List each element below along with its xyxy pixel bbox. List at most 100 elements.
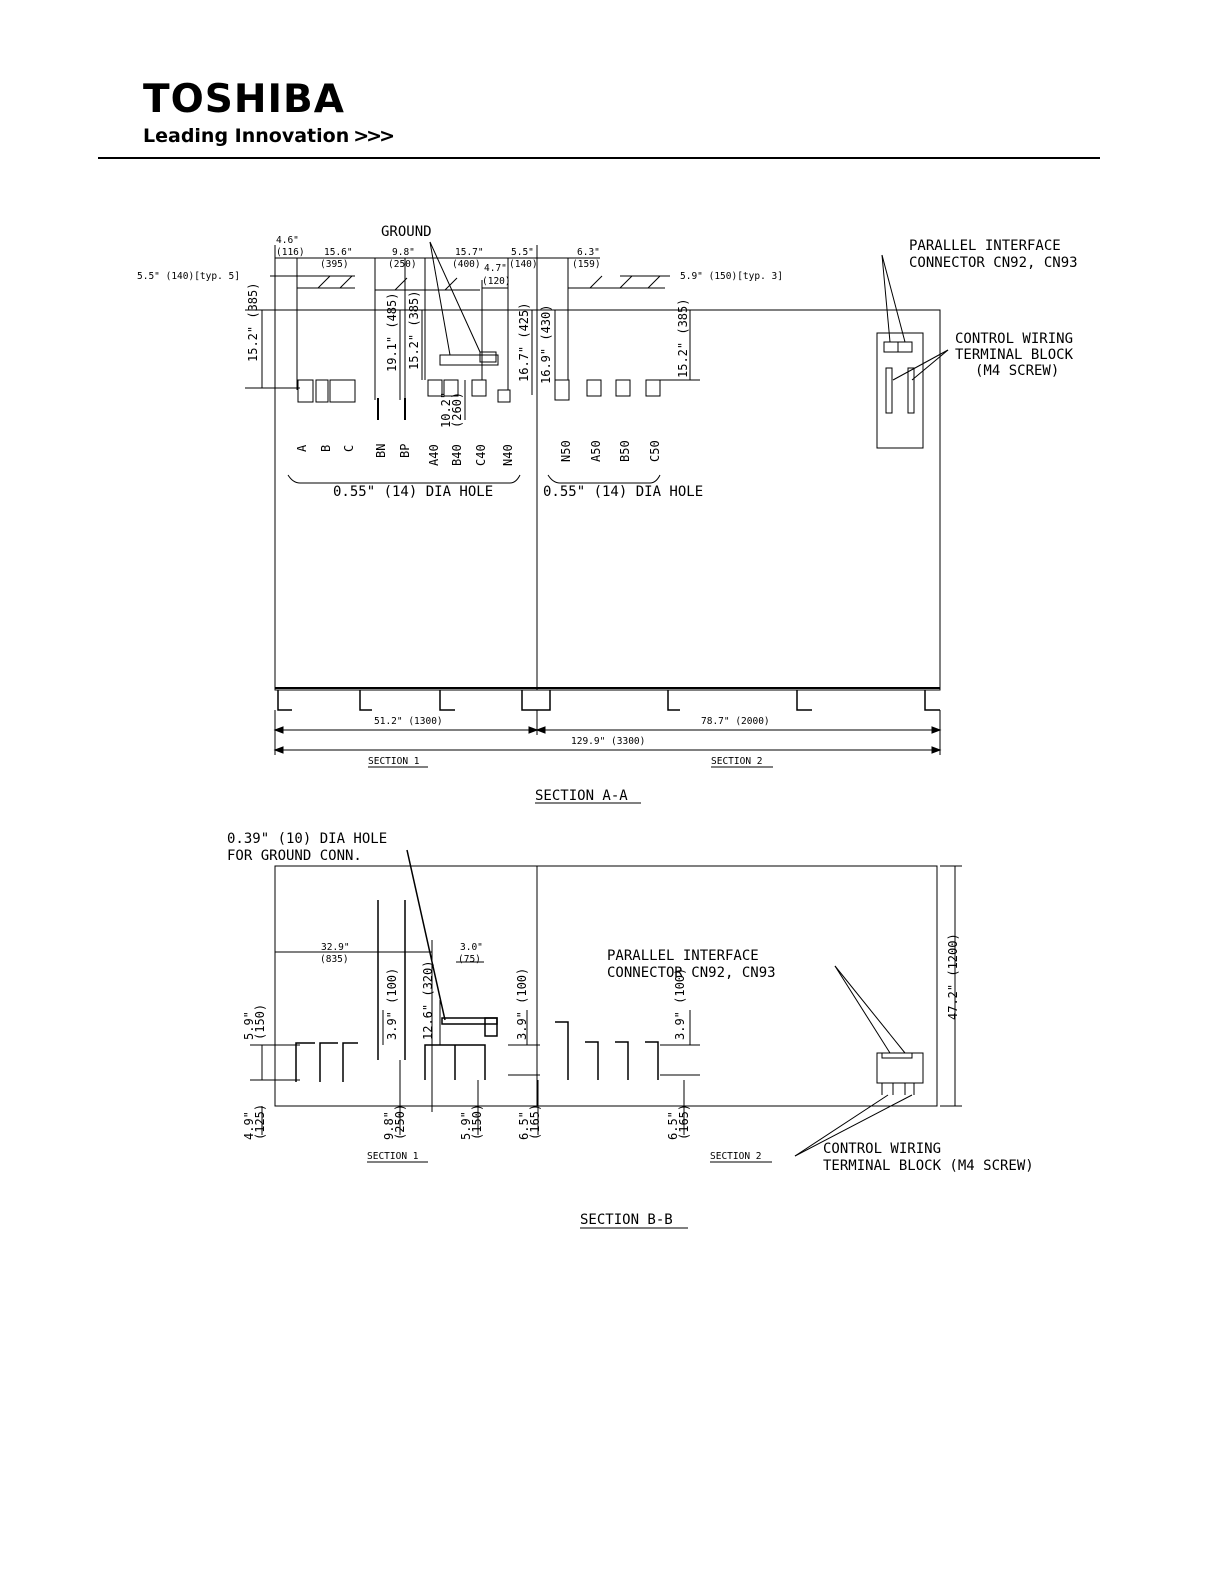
bb-hole-label-2: FOR GROUND CONN. <box>227 848 362 864</box>
bb-parallel-label-2: CONNECTOR CN92, CN93 <box>607 965 776 981</box>
terminal-b: B <box>319 445 333 452</box>
bb-control-label-1: CONTROL WIRING <box>823 1141 941 1157</box>
bb-vdim-150-a: 5.9" <box>242 1011 256 1040</box>
aa-hole-left: 0.55" (14) DIA HOLE <box>333 484 493 500</box>
terminal-a40: A40 <box>427 444 441 466</box>
aa-parallel-label-1: PARALLEL INTERFACE <box>909 238 1061 254</box>
bb-bdim-165-right-b: (165) <box>677 1104 691 1140</box>
section-bb-dims <box>250 865 962 1135</box>
aa-parallel-label-2: CONNECTOR CN92, CN93 <box>909 255 1078 271</box>
aa-control-label-1: CONTROL WIRING <box>955 331 1073 347</box>
section-bb-cabinet <box>274 865 938 1107</box>
aa-dim-395-b: (395) <box>320 259 349 270</box>
terminal-c50: C50 <box>648 440 662 462</box>
terminal-n40: N40 <box>501 444 515 466</box>
hole-braces <box>287 474 661 484</box>
bb-vdim-320: 12.6" (320) <box>421 961 435 1040</box>
bb-control-label-2: TERMINAL BLOCK (M4 SCREW) <box>823 1158 1034 1174</box>
terminal-b50: B50 <box>618 440 632 462</box>
aa-dim-2000: 78.7" (2000) <box>701 716 770 727</box>
aa-dim-250-a: 9.8" <box>392 247 415 258</box>
aa-dim-116-a: 4.6" <box>276 235 299 246</box>
aa-vdim-385-mid: 15.2" (385) <box>407 291 421 370</box>
bb-dim-835-a: 32.9" <box>321 942 350 953</box>
aa-section-1: SECTION 1 <box>368 756 420 767</box>
bb-hole-label-1: 0.39" (10) DIA HOLE <box>227 831 387 847</box>
section-aa-terminals <box>297 241 661 420</box>
aa-section-2: SECTION 2 <box>711 756 762 767</box>
bb-section-2: SECTION 2 <box>710 1151 761 1162</box>
aa-typ-right: 5.9" (150)[typ. 3] <box>680 271 783 282</box>
aa-dim-159-a: 6.3" <box>577 247 600 258</box>
aa-dim-120-b: (120) <box>482 276 511 287</box>
aa-hole-right: 0.55" (14) DIA HOLE <box>543 484 703 500</box>
aa-dim-140-a: 5.5" <box>511 247 534 258</box>
brand-logo: TOSHIBA <box>143 77 345 122</box>
terminal-c40: C40 <box>474 444 488 466</box>
bb-bdim-165-right-a: 6.5" <box>666 1111 680 1140</box>
bb-bdim-125-b: (125) <box>253 1104 267 1140</box>
bb-parallel-label-1: PARALLEL INTERFACE <box>607 948 759 964</box>
section-aa-cabinet <box>274 300 941 691</box>
aa-dim-400-a: 15.7" <box>455 247 484 258</box>
section-aa-top-dims <box>270 245 670 400</box>
bb-bdim-165-left-b: (165) <box>528 1104 542 1140</box>
section-aa-bottom-dims <box>273 710 942 755</box>
bb-bdim-250-b: (250) <box>393 1104 407 1140</box>
aa-typ-left: 5.5" (140)[typ. 5] <box>137 271 240 282</box>
aa-vdim-260-b: (260) <box>450 392 464 428</box>
aa-dim-250-b: (250) <box>388 259 417 270</box>
aa-dim-140-b: (140) <box>509 259 538 270</box>
bb-bdim-150-a: 5.9" <box>459 1111 473 1140</box>
aa-dim-400-b: (400) <box>452 259 481 270</box>
aa-vdim-430: 16.9" (430) <box>539 305 553 384</box>
terminal-bp: BP <box>398 444 412 458</box>
terminal-a50: A50 <box>589 440 603 462</box>
aa-vdim-385-left: 15.2" (385) <box>246 283 260 362</box>
chevron-icon: >>> <box>353 125 395 147</box>
bb-dim-75-b: (75) <box>458 954 481 965</box>
aa-dim-116-b: (116) <box>276 247 305 258</box>
section-bb-busbars <box>295 849 659 1082</box>
bb-vdim-150-b: (150) <box>253 1004 267 1040</box>
aa-control-label-3: (M4 SCREW) <box>975 363 1059 379</box>
bb-vdim-1200: 47.2" (1200) <box>946 933 960 1020</box>
aa-vdim-425: 16.7" (425) <box>517 303 531 382</box>
bb-section-1: SECTION 1 <box>367 1151 419 1162</box>
section-bb-title: SECTION B-B <box>580 1212 673 1228</box>
section-aa-control-box <box>876 254 949 449</box>
aa-vdim-385-right: 15.2" (385) <box>676 299 690 378</box>
bb-vdim-100-right: 3.9" (100) <box>673 968 687 1040</box>
brand-tagline: Leading Innovation>>> <box>143 125 395 147</box>
aa-dim-120-a: 4.7" <box>484 263 507 274</box>
terminal-c: C <box>342 445 356 452</box>
terminal-b40: B40 <box>450 444 464 466</box>
bb-vdim-100-left: 3.9" (100) <box>385 968 399 1040</box>
terminal-a: A <box>295 444 309 452</box>
terminal-n50: N50 <box>559 440 573 462</box>
tagline-text: Leading Innovation <box>143 125 350 147</box>
aa-dim-1300: 51.2" (1300) <box>374 716 443 727</box>
bb-bdim-165-left-a: 6.5" <box>517 1111 531 1140</box>
cabinet-feet <box>277 690 940 711</box>
bb-dim-75-a: 3.0" <box>460 942 483 953</box>
aa-vdim-485: 19.1" (485) <box>385 293 399 372</box>
section-bb-control-box <box>794 965 924 1157</box>
aa-dim-3300: 129.9" (3300) <box>571 736 645 747</box>
aa-dim-159-b: (159) <box>572 259 601 270</box>
bb-bdim-125-a: 4.9" <box>242 1111 256 1140</box>
page-header: TOSHIBA Leading Innovation>>> <box>0 0 1225 170</box>
aa-vdim-260-a: 10.2" <box>439 392 453 428</box>
header-rule <box>98 157 1100 159</box>
terminal-bn: BN <box>374 444 388 458</box>
section-aa-vert-dims <box>245 309 700 420</box>
title-underlines <box>367 766 773 1229</box>
bb-bdim-150-b: (150) <box>470 1104 484 1140</box>
ground-label: GROUND <box>381 224 432 240</box>
bb-vdim-100-mid: 3.9" (100) <box>515 968 529 1040</box>
bb-bdim-250-a: 9.8" <box>382 1111 396 1140</box>
aa-control-label-2: TERMINAL BLOCK <box>955 347 1074 363</box>
section-aa-title: SECTION A-A <box>535 788 628 804</box>
aa-dim-395-a: 15.6" <box>324 247 353 258</box>
